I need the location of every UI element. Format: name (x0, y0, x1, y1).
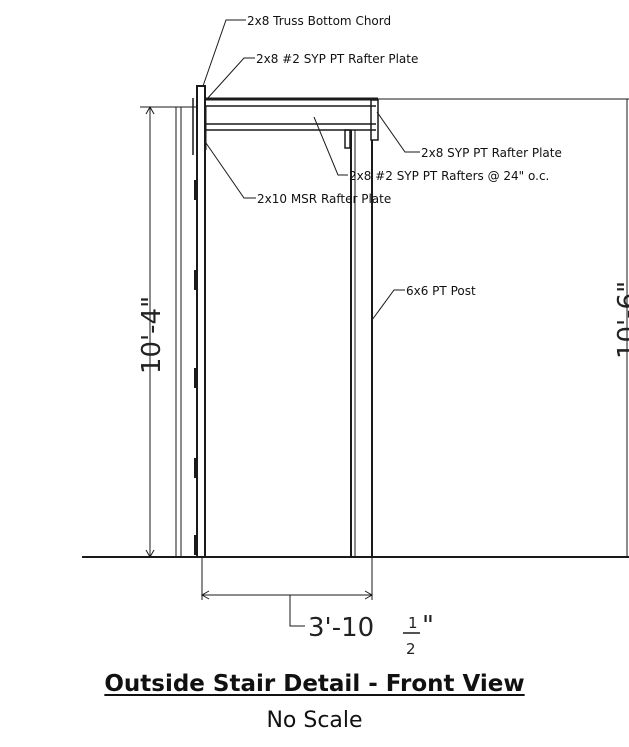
label-rafter-plate-right: 2x8 SYP PT Rafter Plate (421, 146, 562, 160)
left-height-label: 10'-4" (137, 296, 167, 374)
right-height-label: 10'-6" (613, 281, 629, 359)
drawing-title: Outside Stair Detail - Front View (104, 671, 525, 697)
pt-post (350, 130, 373, 557)
width-fraction-num: 1 (408, 614, 418, 632)
label-rafters: 2x8 #2 SYP PT Rafters @ 24" o.c. (349, 169, 549, 183)
width-inch-mark: " (422, 611, 434, 641)
label-rafter-plate-top: 2x8 #2 SYP PT Rafter Plate (256, 52, 418, 66)
top-framing (205, 97, 379, 150)
stair-detail-drawing: 10'-4" 10'-6" (82, 14, 629, 658)
label-msr-rafter-plate: 2x10 MSR Rafter Plate (257, 192, 391, 206)
label-pt-post: 6x6 PT Post (406, 284, 476, 298)
width-dimension: 3'-10 1 2 " (200, 557, 434, 658)
left-height-dimension: 10'-4" (137, 105, 198, 559)
width-label: 3'-10 (308, 613, 374, 643)
label-truss-bottom-chord: 2x8 Truss Bottom Chord (247, 14, 391, 28)
drawing-scale-note: No Scale (266, 708, 363, 733)
width-fraction-den: 2 (406, 640, 416, 658)
left-wall (175, 85, 206, 558)
leaders (202, 19, 420, 321)
right-height-dimension: 10'-6" (378, 98, 629, 557)
